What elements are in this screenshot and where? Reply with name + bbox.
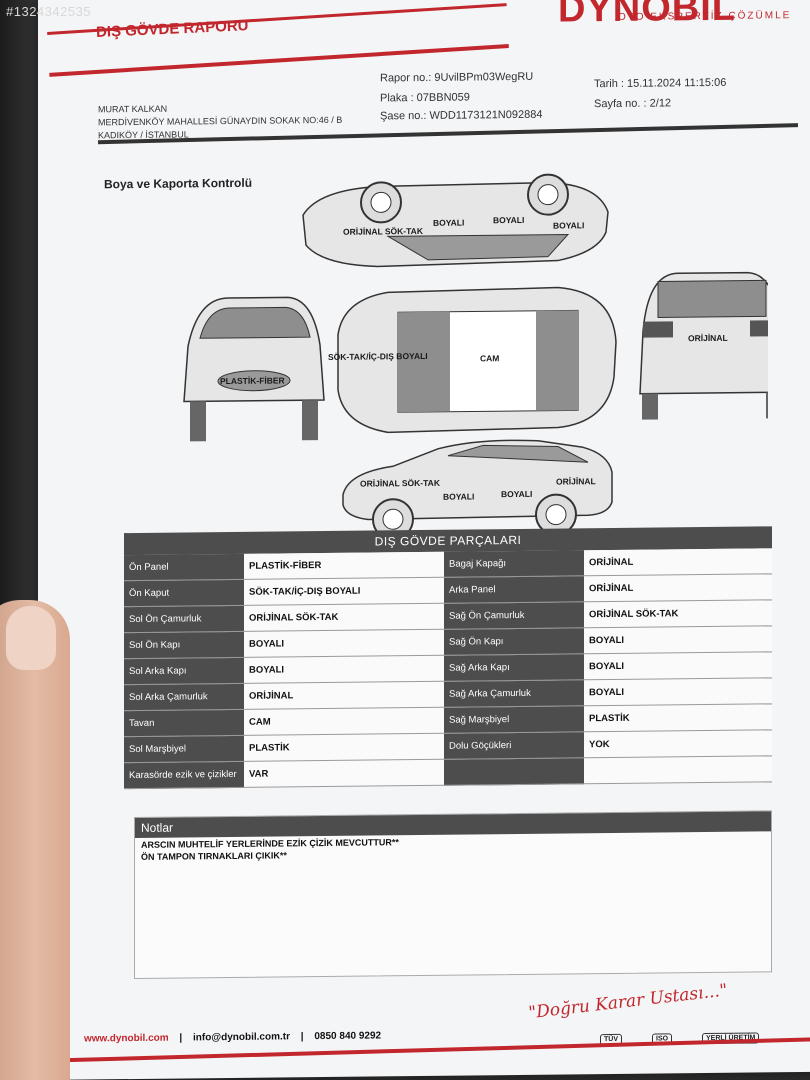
part-label-right [444, 757, 584, 786]
footer-email-link[interactable]: info@dynobil.com.tr [193, 1031, 290, 1044]
report-number: Rapor no.: 9UvilBPm03WegRU [380, 70, 534, 85]
label-hood: SÖK-TAK/İÇ-DIŞ BOYALI [328, 351, 428, 362]
label-roof: CAM [480, 353, 499, 363]
car-side-view-bottom: ORİJİNAL SÖK-TAK BOYALI BOYALI ORİJİNAL [342, 439, 613, 541]
label-bottom-door2: BOYALI [501, 489, 532, 499]
part-value-left: SÖK-TAK/İÇ-DIŞ BOYALI [244, 577, 444, 606]
part-label-right: Sağ Ön Kapı [444, 627, 584, 656]
part-label-left: Sol Arka Kapı [124, 657, 244, 685]
part-value-left: PLASTİK-FİBER [244, 551, 444, 580]
label-bottom-door1: BOYALI [443, 491, 474, 501]
brand-subtitle: OTO EKSPERTİZ ÇÖZÜMLE [618, 10, 792, 23]
part-label-left: Ön Kaput [124, 579, 244, 607]
page-number: Sayfa no. : 2/12 [594, 97, 672, 111]
part-label-right: Sağ Marşbiyel [444, 705, 584, 734]
part-value-left: CAM [244, 707, 444, 736]
car-top-view: SÖK-TAK/İÇ-DIŞ BOYALI CAM [328, 286, 617, 434]
part-value-left: VAR [244, 759, 444, 788]
car-body-diagram: ORİJİNAL SÖK-TAK BOYALI BOYALI BOYALI PL… [183, 173, 768, 541]
part-label-left: Ön Panel [124, 553, 244, 581]
report-date: Tarih : 15.11.2024 11:15:06 [594, 76, 727, 91]
part-label-right: Dolu Göçükleri [444, 731, 584, 760]
part-label-left: Karasörde ezik ve çizikler [124, 761, 244, 789]
label-rear: ORİJİNAL [688, 333, 728, 343]
part-label-right: Bagaj Kapağı [444, 550, 584, 578]
report-page: DIŞ GÖVDE RAPORU DYNOBIL OTO EKSPERTİZ Ç… [38, 0, 810, 1080]
footer-phone: 0850 840 9292 [314, 1030, 382, 1043]
part-value-left: BOYALI [244, 629, 444, 658]
watermark-id: #1324342535 [6, 4, 92, 19]
part-value-right: BOYALI [584, 677, 772, 706]
footer-separator-1: | [179, 1032, 183, 1044]
part-value-left: BOYALI [244, 655, 444, 684]
label-front-bumper: PLASTİK-FİBER [220, 375, 285, 386]
owner-address-line1: MERDİVENKÖY MAHALLESİ GÜNAYDIN SOKAK NO:… [98, 114, 343, 128]
thumb-nail [6, 606, 56, 670]
part-value-right: BOYALI [584, 651, 772, 680]
part-value-right: ORİJİNAL [584, 573, 772, 602]
part-label-right: Sağ Arka Kapı [444, 653, 584, 682]
part-value-right: BOYALI [584, 625, 772, 654]
part-value-right: YOK [584, 729, 772, 758]
label-top-front: ORİJİNAL SÖK-TAK [343, 226, 424, 237]
part-label-left: Sol Marşbiyel [124, 735, 244, 763]
car-side-view-top: ORİJİNAL SÖK-TAK BOYALI BOYALI BOYALI [302, 173, 609, 268]
part-value-right: ORİJİNAL [584, 548, 772, 576]
part-value-right: PLASTİK [584, 703, 772, 732]
footer-contact: www.dynobil.com | info@dynobil.com.tr | … [84, 1030, 389, 1044]
label-top-door1: BOYALI [433, 218, 464, 228]
label-top-door2: BOYALI [493, 215, 524, 225]
chassis-number: Şase no.: WDD1173121N092884 [380, 108, 543, 123]
label-bottom-rear: ORİJİNAL [556, 476, 596, 486]
footer-separator-2: | [300, 1031, 304, 1043]
part-label-left: Sol Arka Çamurluk [124, 683, 244, 711]
label-bottom-front: ORİJİNAL SÖK-TAK [360, 478, 441, 489]
part-value-right [584, 755, 772, 784]
footer-website-link[interactable]: www.dynobil.com [84, 1032, 169, 1045]
holding-thumb [0, 600, 70, 1080]
part-label-left: Tavan [124, 709, 244, 737]
car-front-view: PLASTİK-FİBER [183, 296, 325, 442]
notes-box: Notlar ARSCIN MUHTELİF YERLERİNDE EZİK Ç… [134, 810, 772, 979]
part-label-right: Sağ Arka Çamurluk [444, 679, 584, 708]
plate-number: Plaka : 07BBN059 [380, 91, 470, 105]
part-value-left: PLASTİK [244, 733, 444, 762]
part-label-left: Sol Ön Çamurluk [124, 605, 244, 633]
car-rear-view: ORİJİNAL [639, 271, 768, 420]
part-label-right: Arka Panel [444, 575, 584, 604]
label-top-rear: BOYALI [553, 220, 584, 230]
part-value-left: ORİJİNAL [244, 681, 444, 710]
part-label-left: Sol Ön Kapı [124, 631, 244, 659]
part-label-right: Sağ Ön Çamurluk [444, 601, 584, 630]
part-value-left: ORİJİNAL SÖK-TAK [244, 603, 444, 632]
part-value-right: ORİJİNAL SÖK-TAK [584, 599, 772, 628]
slogan: "Doğru Karar Ustası..." [527, 980, 729, 1024]
